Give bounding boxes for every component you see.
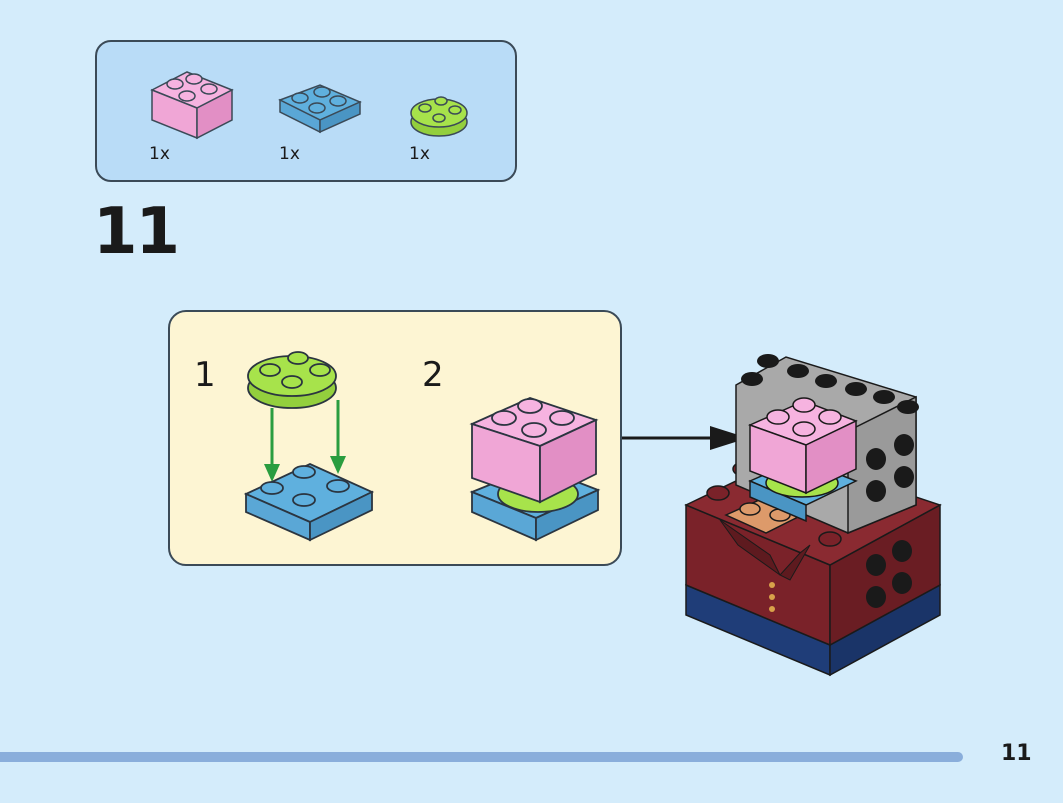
- footer-progress-bar: [0, 752, 963, 762]
- sub-step-1-number: 1: [194, 355, 216, 395]
- part-qty-lime: 1x: [409, 144, 430, 164]
- built-model-illustration: [684, 354, 942, 677]
- sub-step-2-number: 2: [422, 355, 444, 395]
- parts-list-box: 1x 1x 1x: [95, 40, 517, 182]
- page-number: 11: [1001, 741, 1032, 766]
- lime-round-plate-icon: [410, 96, 468, 137]
- sub-step-1-illustration: [243, 351, 375, 542]
- part-qty-blue: 1x: [279, 144, 300, 164]
- step-number: 11: [93, 195, 180, 269]
- part-qty-pink: 1x: [149, 144, 170, 164]
- pink-2x2-brick-icon: [150, 71, 234, 140]
- sub-step-2-illustration: [469, 397, 601, 542]
- callout-arrow-icon: [622, 426, 748, 450]
- blue-2x2-plate-icon: [278, 84, 362, 134]
- sub-assembly-box: 1 2: [168, 310, 622, 566]
